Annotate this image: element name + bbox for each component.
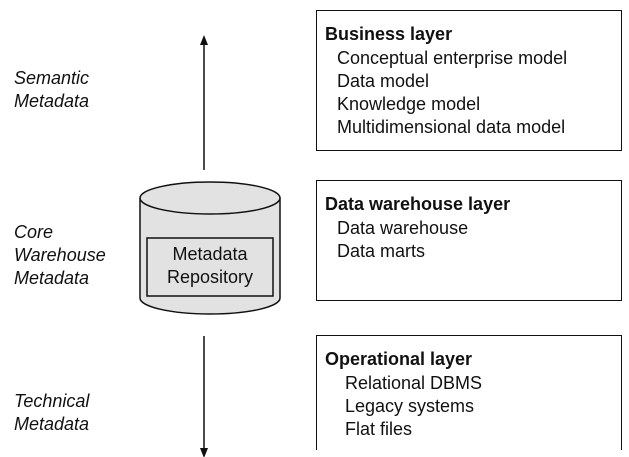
repository-label: Metadata Repository bbox=[140, 243, 280, 289]
core-label-line-1: Core bbox=[14, 222, 54, 242]
semantic-metadata-label: Semantic Metadata bbox=[14, 67, 89, 113]
operational-layer-items: Relational DBMS Legacy systems Flat file… bbox=[345, 372, 482, 441]
technical-label-line-2: Metadata bbox=[14, 414, 90, 434]
technical-label-line-1: Technical bbox=[14, 391, 90, 411]
semantic-label-line-2: Metadata bbox=[14, 91, 90, 111]
repository-label-line-1: Metadata bbox=[172, 244, 248, 264]
core-label-line-2: Warehouse bbox=[14, 245, 106, 265]
technical-metadata-label: Technical Metadata bbox=[14, 390, 89, 436]
repository-label-line-2: Repository bbox=[166, 267, 254, 287]
list-item: Legacy systems bbox=[345, 396, 475, 416]
repository-label-frame bbox=[146, 237, 274, 297]
list-item: Data warehouse bbox=[337, 218, 469, 238]
list-item: Conceptual enterprise model bbox=[337, 48, 568, 68]
operational-layer-title: Operational layer bbox=[325, 349, 473, 369]
business-layer-title: Business layer bbox=[325, 24, 453, 44]
database-cylinder-icon bbox=[139, 181, 281, 315]
list-item: Data model bbox=[337, 71, 430, 91]
data-warehouse-layer-items: Data warehouse Data marts bbox=[337, 217, 468, 263]
list-item: Flat files bbox=[345, 419, 413, 439]
core-label-line-3: Metadata bbox=[14, 268, 90, 288]
operational-layer-box: Operational layer Relational DBMS Legacy… bbox=[316, 335, 622, 450]
list-item: Multidimensional data model bbox=[337, 117, 566, 137]
core-warehouse-metadata-label: Core Warehouse Metadata bbox=[14, 221, 106, 290]
business-layer-items: Conceptual enterprise model Data model K… bbox=[337, 47, 567, 139]
semantic-label-line-1: Semantic bbox=[14, 68, 90, 88]
list-item: Relational DBMS bbox=[345, 373, 483, 393]
list-item: Data marts bbox=[337, 241, 426, 261]
data-warehouse-layer-box: Data warehouse layer Data warehouse Data… bbox=[316, 180, 622, 301]
data-warehouse-layer-title: Data warehouse layer bbox=[325, 194, 511, 214]
business-layer-box: Business layer Conceptual enterprise mod… bbox=[316, 10, 622, 151]
list-item: Knowledge model bbox=[337, 94, 481, 114]
